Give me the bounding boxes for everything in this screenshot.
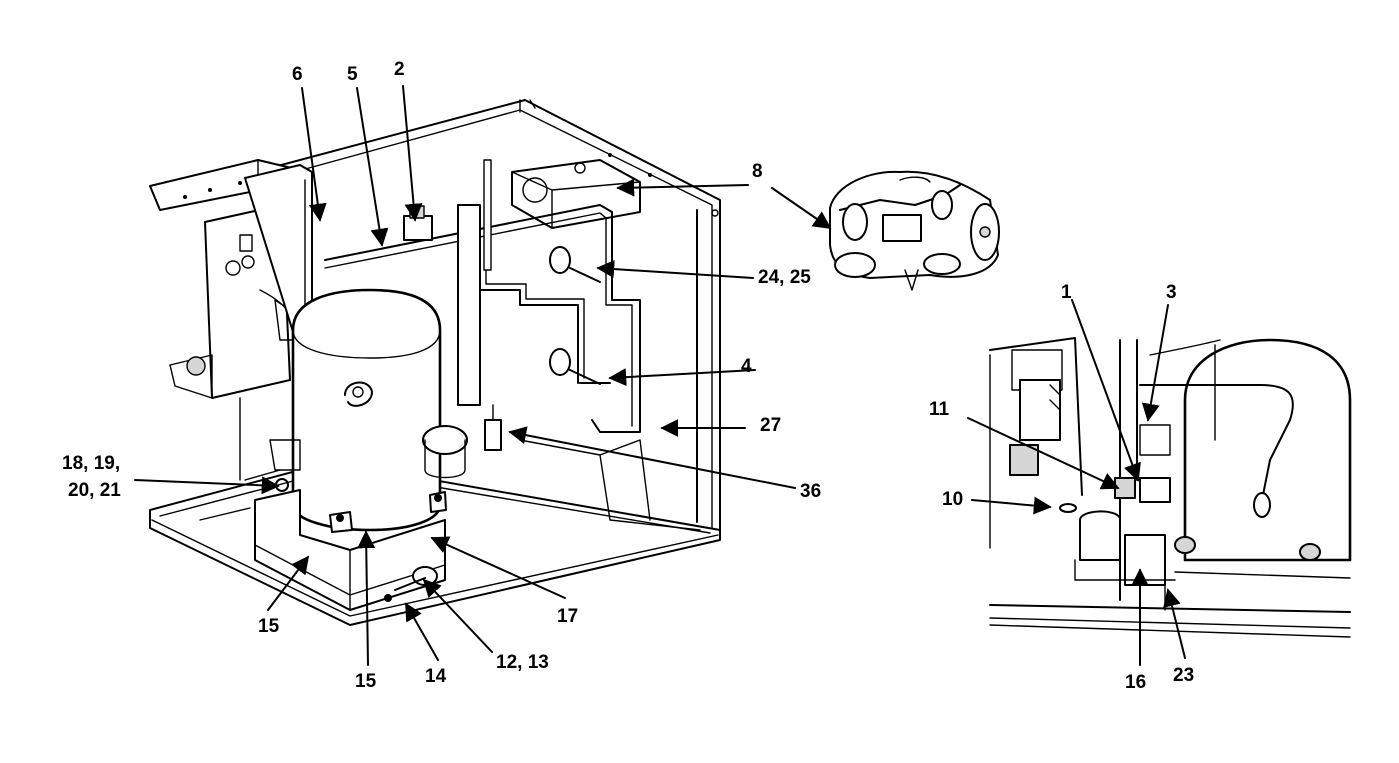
callout-27: 27 [760,415,781,436]
callout-4: 4 [741,356,752,377]
main-unit-drawing [149,99,721,626]
callout-10: 10 [942,489,963,510]
callout-8: 8 [752,161,763,182]
callout-11: 11 [929,399,950,420]
callout-23: 23 [1173,665,1194,686]
rear-frame [254,99,721,531]
leader-lines [134,85,1186,666]
callout-5: 5 [347,64,358,85]
divider-panel [244,164,313,349]
callout-16: 16 [1125,672,1146,693]
callout-3: 3 [1166,282,1177,303]
solenoid-valve [403,215,433,241]
callout-12-13: 12, 13 [496,652,549,673]
callout-24-25: 24, 25 [758,267,811,288]
callout-20-21: 20, 21 [68,480,121,501]
callout-15b: 15 [355,671,377,692]
detail-drain-assembly [989,337,1352,638]
floor-liner [519,439,701,531]
callout-36: 36 [800,481,821,502]
callout-14: 14 [425,666,447,687]
compressor [291,288,447,533]
callout-labels: 6 5 2 8 24, 25 4 27 36 18, 19, 20, 21 15… [62,59,1194,693]
callout-15a: 15 [258,616,280,637]
detail-valve-assembly [829,170,1000,291]
callout-2: 2 [394,59,405,80]
callout-1: 1 [1061,282,1072,303]
top-valve-box [511,159,641,229]
callout-17: 17 [557,606,578,627]
callout-6: 6 [292,64,303,85]
top-rail [149,153,719,217]
pressure-switch [422,404,502,479]
callout-18-19: 18, 19, [62,453,120,474]
